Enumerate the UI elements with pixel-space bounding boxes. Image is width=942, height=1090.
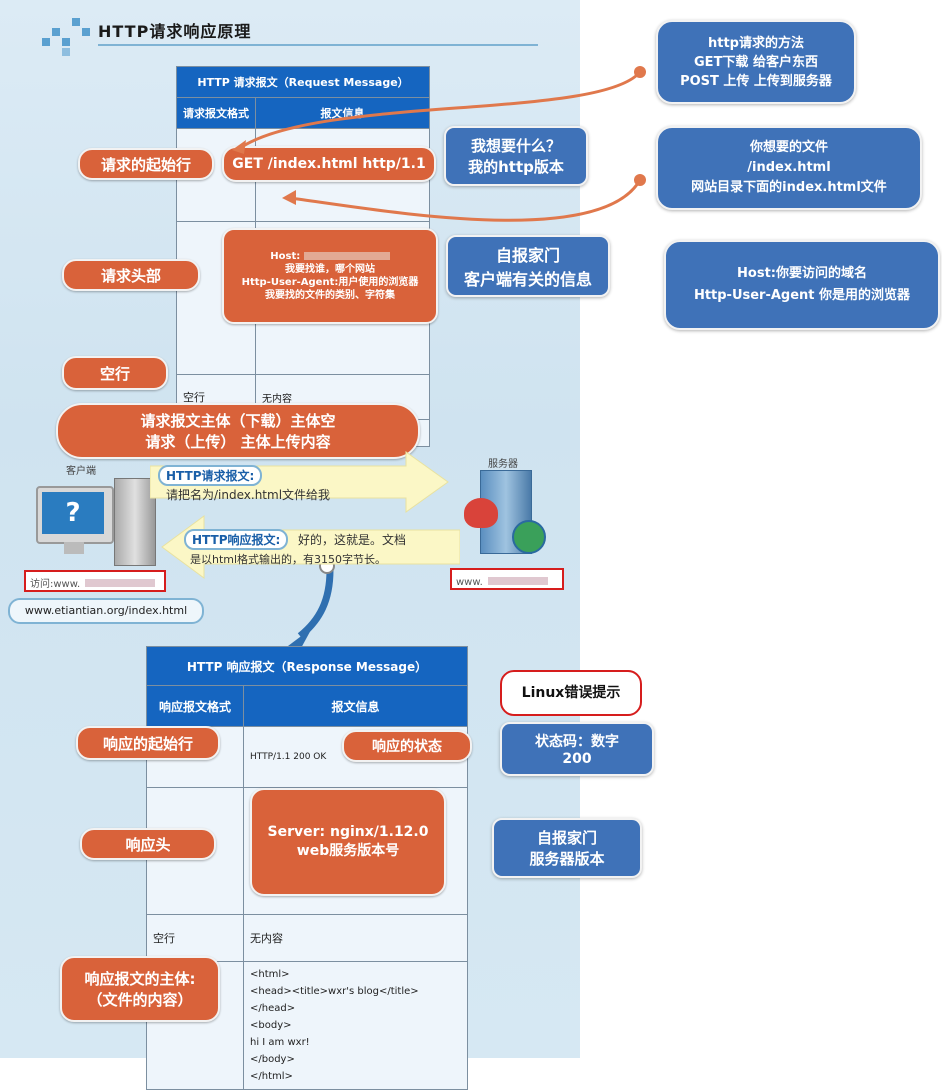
body-line-1: <html>	[250, 969, 290, 980]
server-url-box: www.	[450, 568, 564, 590]
body-line-6: </html>	[250, 1071, 293, 1082]
response-headers-label: 响应头	[80, 828, 216, 860]
body-line-4: hi I am wxr!	[250, 1037, 310, 1048]
response-body-line1: 响应报文的主体:	[84, 970, 196, 988]
request-blank-label: 空行	[62, 356, 168, 390]
request-text: 请把名为/index.html文件给我	[166, 488, 331, 502]
request-what-note: 我想要什么？ 我的http版本	[444, 126, 588, 186]
connector-arrows	[232, 66, 646, 650]
response-server-box: Server: nginx/1.12.0 web服务版本号	[250, 788, 446, 896]
request-what-line2: 我的http版本	[468, 158, 564, 176]
file-line3: 网站目录下面的index.html文件	[691, 180, 887, 195]
response-start-line-label: 响应的起始行	[76, 726, 220, 760]
response-status-label: 响应的状态	[342, 730, 472, 762]
page-title: HTTP请求响应原理	[98, 22, 252, 41]
file-line1: 你想要的文件	[749, 140, 828, 155]
response-tag: HTTP响应报文:	[184, 529, 289, 550]
status-code-line1: 状态码：数字	[535, 734, 619, 750]
method-bubble: http请求的方法 GET下载 给客户东西 POST 上传 上传到服务器	[656, 20, 856, 104]
method-arrow-dot	[634, 66, 646, 78]
client-computer-icon: ?	[36, 478, 156, 570]
request-tag: HTTP请求报文:	[158, 465, 263, 486]
file-line2: /index.html	[747, 160, 831, 175]
response-col-info: 报文信息	[243, 685, 468, 727]
server-icon	[460, 470, 550, 560]
request-start-line-value: GET /index.html http/1.1	[222, 146, 436, 182]
response-server-line2: web服务版本号	[296, 843, 400, 859]
method-line3: POST 上传 上传到服务器	[680, 73, 832, 89]
response-blank-row-value: 无内容	[243, 914, 468, 962]
request-body-line2: 请求（上传） 主体上传内容	[145, 433, 331, 451]
request-table-header: HTTP 请求报文（Request Message）	[176, 66, 430, 98]
response-server-line1: Server: nginx/1.12.0	[267, 824, 429, 840]
response-table-header: HTTP 响应报文（Response Message）	[146, 646, 468, 686]
linux-error-note: Linux错误提示	[500, 670, 642, 716]
title-decoration-icon	[42, 18, 94, 58]
request-header-host: Host:	[270, 250, 390, 263]
status-code-line2: 200	[562, 751, 592, 767]
request-what-line1: 我想要什么？	[470, 137, 561, 155]
down-arrow	[297, 569, 334, 639]
host-bubble: Host:你要访问的域名 Http-User-Agent 你是用的浏览器	[664, 240, 940, 330]
body-line-2: <head><title>wxr's blog</title></head>	[250, 986, 419, 1014]
client-url-text: 访问:www.	[30, 579, 81, 590]
response-text-1: 好的，这就是。文档	[298, 533, 407, 547]
client-label: 客户端	[66, 466, 96, 477]
request-start-line-label: 请求的起始行	[78, 148, 214, 180]
request-body-line1: 请求报文主体（下载）主体空	[140, 412, 336, 430]
request-self-note: 自报家门 客户端有关的信息	[446, 235, 610, 297]
body-line-5: </body>	[250, 1054, 295, 1065]
response-blank-row-label: 空行	[146, 914, 244, 962]
down-arrow-head	[288, 628, 312, 650]
response-text-2: 是以html格式输出的，有3150字节长。	[190, 553, 387, 566]
status-code-note: 状态码：数字 200	[500, 722, 654, 776]
server-label: 服务器	[488, 459, 518, 470]
request-header-accept-desc: 我要找的文件的类别、字符集	[265, 290, 395, 301]
client-url-box: 访问:www.	[24, 570, 166, 592]
response-col-format: 响应报文格式	[146, 685, 244, 727]
response-body-line2: （文件的内容）	[87, 991, 193, 1009]
request-self-line2: 客户端有关的信息	[463, 270, 592, 289]
host-line2: Http-User-Agent 你是用的浏览器	[693, 288, 911, 303]
body-line-3: <body>	[250, 1020, 292, 1031]
response-body-code: <html> <head><title>wxr's blog</title></…	[243, 961, 468, 1090]
server-url-text: www.	[456, 577, 483, 588]
request-body-label: 请求报文主体（下载）主体空 请求（上传） 主体上传内容	[56, 403, 420, 459]
file-arrow-dot	[634, 174, 646, 186]
request-self-line1: 自报家门	[495, 246, 560, 265]
url-bubble: www.etiantian.org/index.html	[8, 598, 204, 624]
host-line1: Host:你要访问的域名	[737, 266, 867, 281]
file-bubble: 你想要的文件 /index.html 网站目录下面的index.html文件	[656, 126, 922, 210]
method-line1: http请求的方法	[708, 35, 804, 51]
method-arrow-head	[232, 140, 246, 154]
request-col-info: 报文信息	[255, 97, 430, 129]
response-body-label: 响应报文的主体: （文件的内容）	[60, 956, 220, 1022]
file-arrow	[289, 179, 642, 222]
server-self-line1: 自报家门	[536, 829, 597, 847]
request-header-box: Host: 我要找谁，哪个网站 Http-User-Agent:用户使用的浏览器…	[222, 228, 438, 324]
server-self-line2: 服务器版本	[529, 850, 605, 868]
request-headers-label: 请求头部	[62, 259, 200, 291]
title-underline	[98, 44, 538, 46]
server-self-note: 自报家门 服务器版本	[492, 818, 642, 878]
method-line2: GET下载 给客户东西	[694, 54, 818, 70]
request-header-user-agent: Http-User-Agent:用户使用的浏览器	[241, 277, 419, 288]
file-arrow-head	[282, 190, 296, 205]
method-arrow	[239, 71, 642, 150]
request-header-host-desc: 我要找谁，哪个网站	[285, 264, 375, 275]
